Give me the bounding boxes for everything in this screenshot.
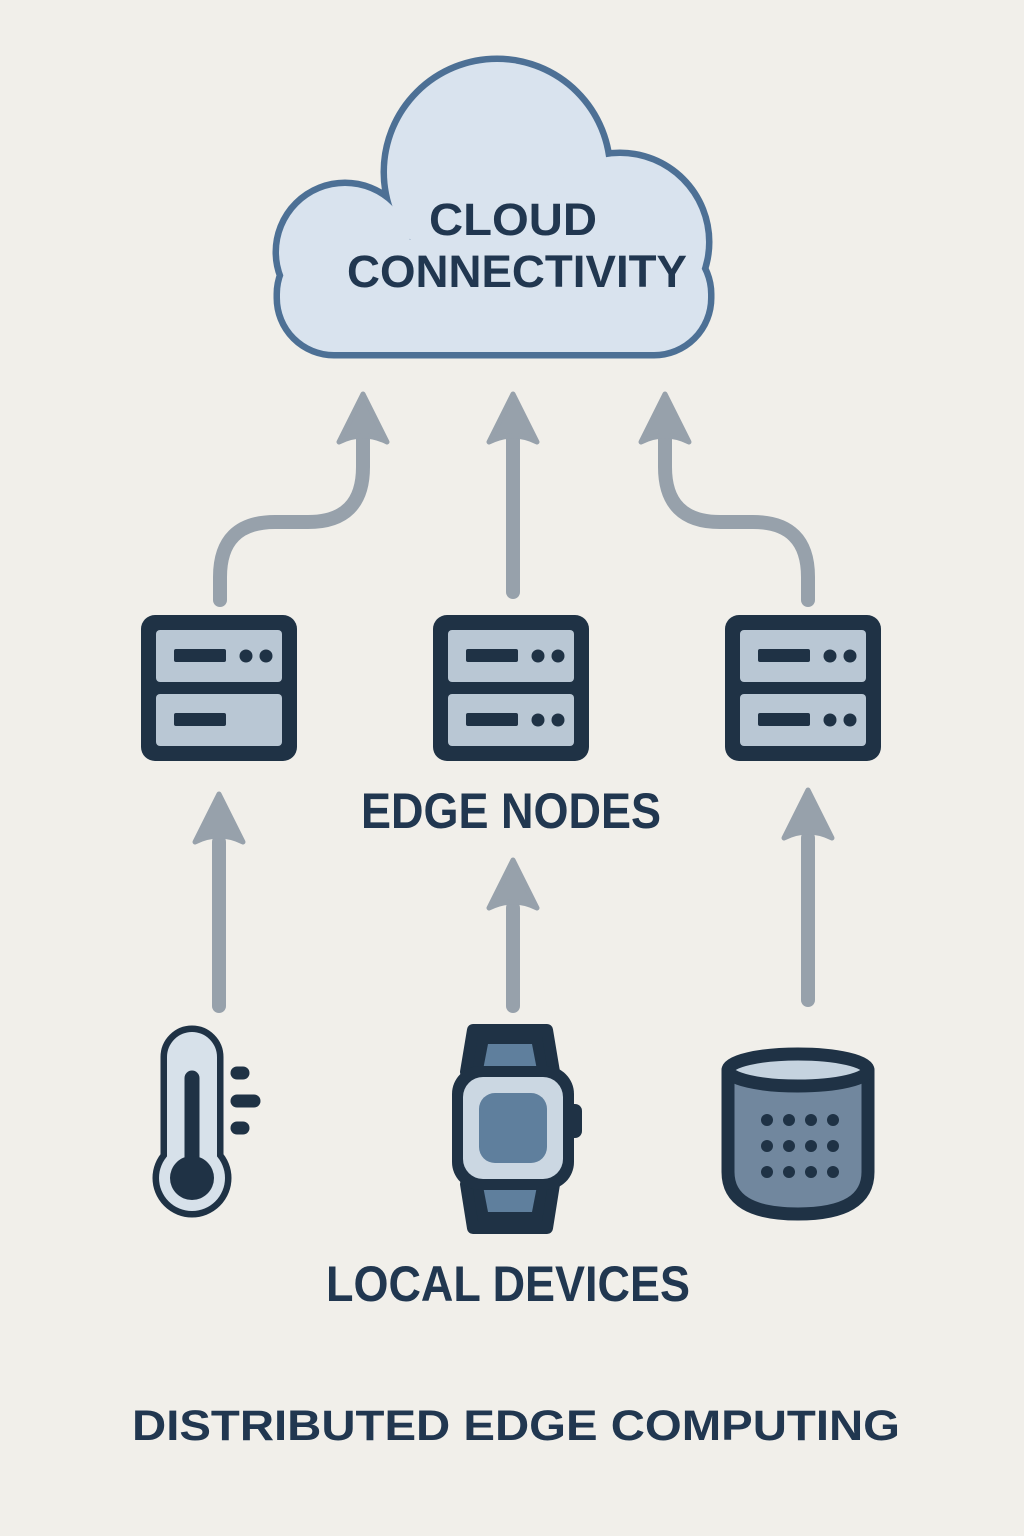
arrows-devices-to-edge (192, 787, 835, 1013)
server-icon (433, 615, 589, 761)
smart-speaker-icon (721, 1047, 875, 1221)
led-dot (259, 649, 273, 663)
led-dot (239, 649, 253, 663)
drive-slot-bar (466, 649, 518, 662)
local-devices-label: LOCAL DEVICES (326, 1256, 690, 1312)
straight-up-arrow-icon (486, 857, 540, 1013)
curved-up-arrow-icon (638, 391, 815, 607)
drive-slot-bar (758, 649, 810, 662)
page-title: DISTRIBUTED EDGE COMPUTING (132, 1402, 900, 1450)
speaker-top (721, 1047, 875, 1093)
server-icon (141, 615, 297, 761)
led-dot (551, 649, 565, 663)
led-dot (823, 649, 837, 663)
smartwatch-icon (452, 1024, 582, 1234)
server-icon (725, 615, 881, 761)
led-dot (823, 713, 837, 727)
straight-up-arrow-icon (486, 391, 540, 599)
watch-strap-bottom-inner (483, 1186, 537, 1212)
mercury-bulb (170, 1156, 214, 1200)
cloud-label-line1: CLOUD (429, 194, 597, 245)
led-dot (843, 649, 857, 663)
drive-slot-bar (758, 713, 810, 726)
edge-nodes-label: EDGE NODES (361, 783, 661, 839)
curved-up-arrow-icon (213, 391, 390, 607)
watch-strap-top-inner (483, 1044, 537, 1070)
watch-screen (479, 1093, 547, 1163)
cloud-label-line2: CONNECTIVITY (347, 246, 687, 297)
led-dot (531, 649, 545, 663)
straight-up-arrow-icon (192, 791, 246, 1013)
drive-slot-bar (174, 649, 226, 662)
drive-slot-bar (174, 713, 226, 726)
thermometer-icon (152, 1025, 261, 1218)
led-dot (551, 713, 565, 727)
speaker-dot-grid (761, 1114, 839, 1178)
arrows-edge-to-cloud (213, 391, 815, 607)
straight-up-arrow-icon (781, 787, 835, 1007)
cloud-icon: CLOUD CONNECTIVITY (272, 55, 715, 359)
cloud-body (279, 62, 708, 352)
led-dot (843, 713, 857, 727)
drive-slot-bar (466, 713, 518, 726)
led-dot (531, 713, 545, 727)
